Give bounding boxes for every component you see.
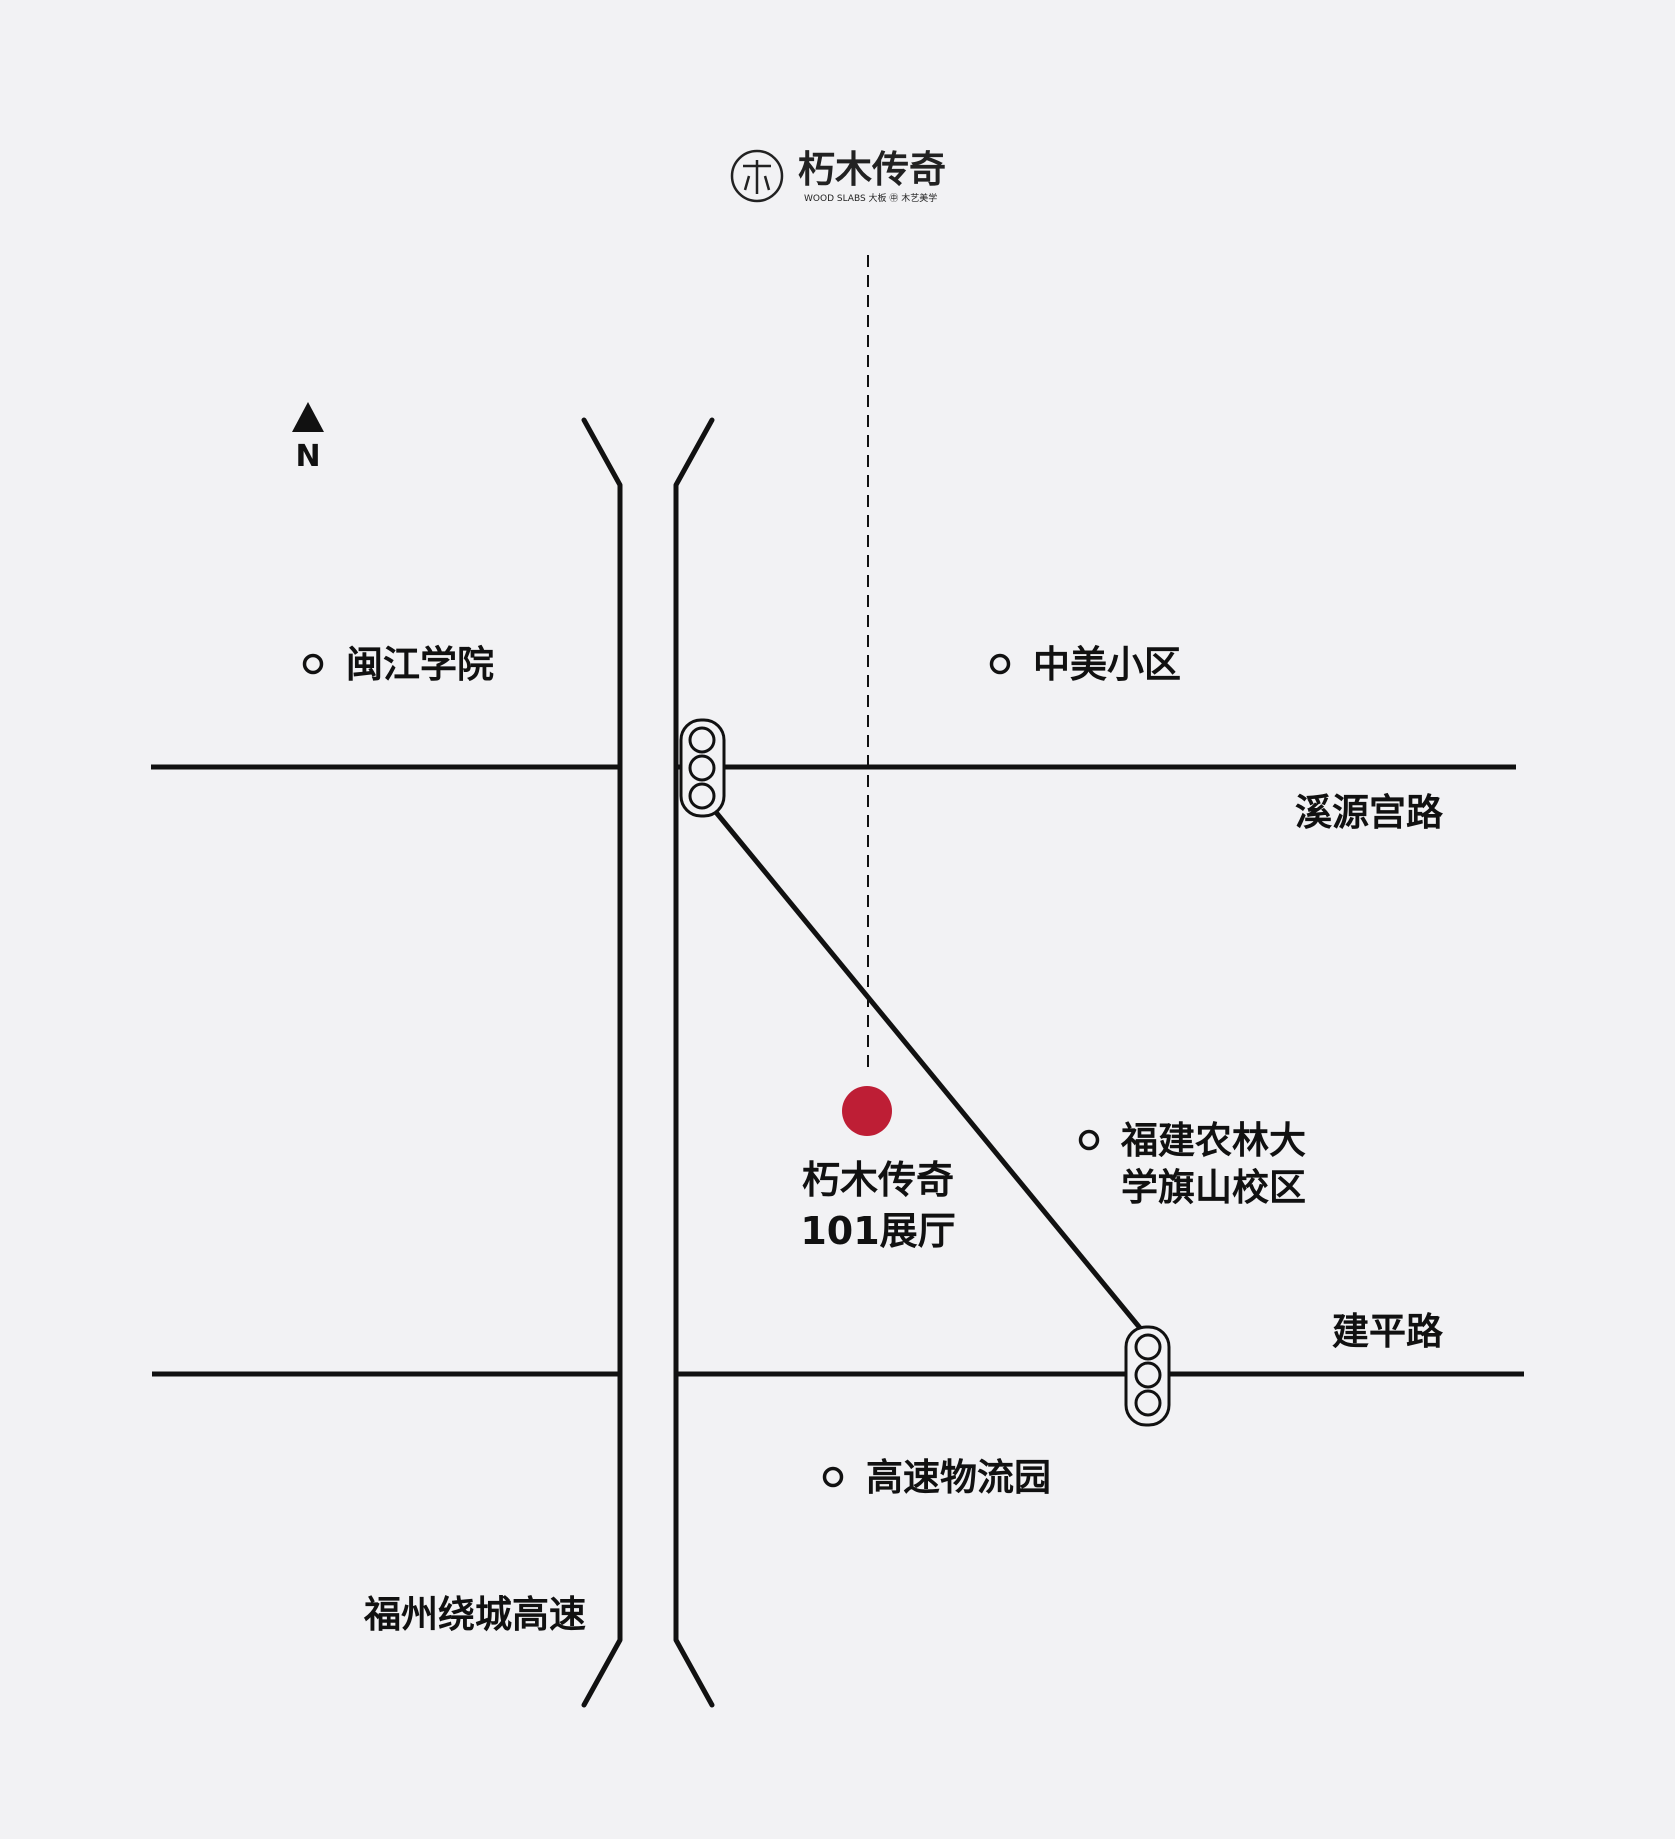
circle-marker-icon: [1078, 1129, 1100, 1151]
poi-fafu: 福建农林大 学旗山校区: [1078, 1119, 1306, 1209]
traffic-light-icon: [679, 718, 726, 818]
poi-zhongmei: 中美小区: [989, 643, 1181, 686]
poi-label-line1: 福建农林大: [1120, 1119, 1306, 1162]
expressway: [581, 417, 715, 1708]
circle-marker-icon: [989, 653, 1011, 675]
road-label-xiyuangong: 溪源宫路: [1295, 791, 1444, 834]
traffic-light-icon: [1124, 1325, 1171, 1427]
brand-logo: 朽木传奇 WOOD SLABS 大板 ㊥ 木艺美学: [730, 148, 946, 204]
triangle-up-icon: [292, 402, 324, 432]
poi-minjiang-college: 闽江学院: [302, 643, 494, 686]
poi-label-line2: 学旗山校区: [1121, 1166, 1306, 1209]
brand-tagline: WOOD SLABS 大板 ㊥ 木艺美学: [804, 192, 937, 204]
poi-label: 闽江学院: [346, 643, 494, 686]
north-label: N: [295, 439, 320, 474]
brand-name: 朽木传奇: [798, 148, 946, 191]
circle-marker-icon: [822, 1466, 844, 1488]
road-label-expressway: 福州绕城高速: [363, 1593, 586, 1636]
circle-marker-icon: [302, 653, 324, 675]
poi-label: 中美小区: [1033, 643, 1181, 686]
poi-logistics-park: 高速物流园: [822, 1456, 1051, 1499]
road-label-jianping: 建平路: [1332, 1310, 1444, 1353]
destination-hall: 101展厅: [800, 1209, 955, 1253]
road-diagonal: [708, 803, 1142, 1330]
north-arrow: N: [292, 402, 324, 474]
red-dot-icon: [842, 1086, 892, 1136]
poi-label: 高速物流园: [866, 1456, 1051, 1499]
logo-emblem-icon: [730, 149, 784, 203]
destination-name: 朽木传奇: [802, 1158, 954, 1202]
